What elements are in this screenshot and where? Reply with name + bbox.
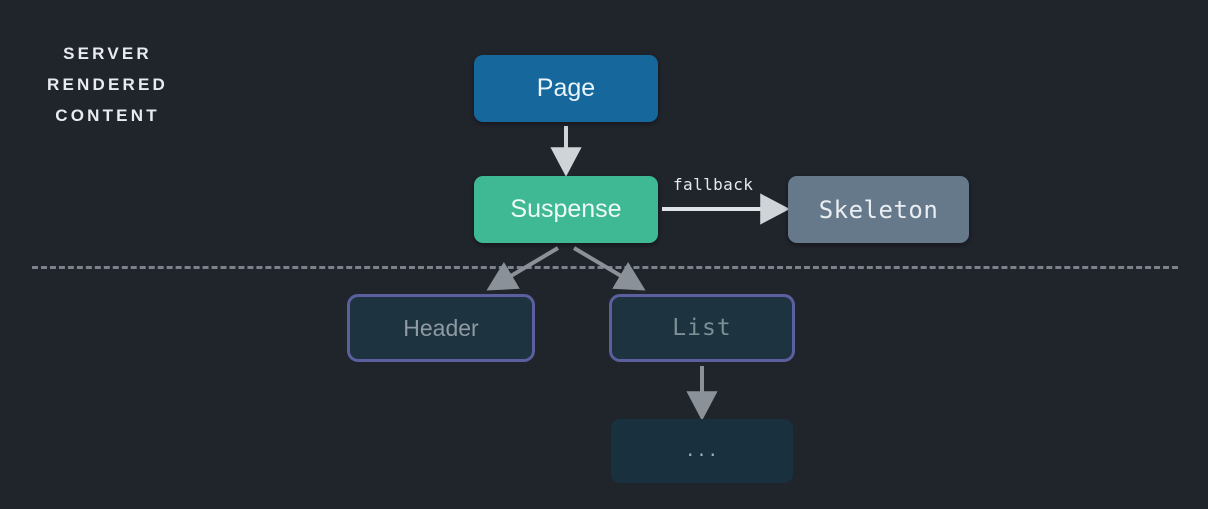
node-skeleton-label: Skeleton	[818, 195, 939, 224]
node-header[interactable]: Header	[347, 294, 535, 362]
section-label: SERVER RENDERED CONTENT	[0, 38, 215, 131]
node-ellipsis[interactable]: ...	[611, 419, 793, 483]
node-skeleton[interactable]: Skeleton	[788, 176, 969, 243]
node-list[interactable]: List	[609, 294, 795, 362]
section-label-line-2: RENDERED	[46, 75, 168, 94]
streaming-boundary-divider	[32, 266, 1178, 269]
node-page[interactable]: Page	[474, 55, 658, 122]
node-suspense[interactable]: Suspense	[474, 176, 658, 243]
node-ellipsis-label: ...	[685, 441, 719, 461]
node-list-label: List	[672, 315, 732, 341]
node-suspense-label: Suspense	[510, 195, 622, 223]
section-label-line-3: CONTENT	[55, 106, 160, 125]
node-header-label: Header	[403, 314, 479, 341]
node-page-label: Page	[536, 74, 596, 102]
section-label-line-1: SERVER	[63, 44, 152, 63]
edge-label-fallback: fallback	[673, 175, 754, 194]
